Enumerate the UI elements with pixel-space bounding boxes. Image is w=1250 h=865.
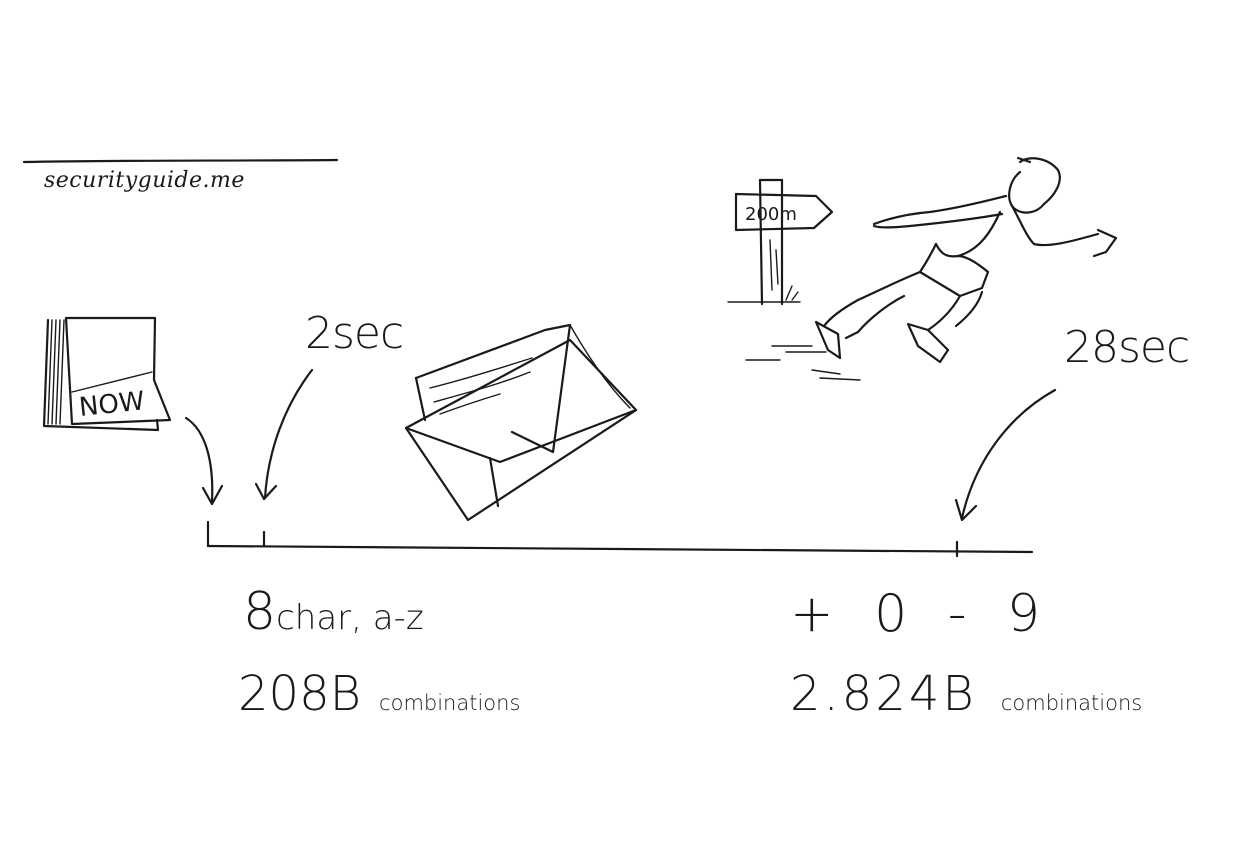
right-caption-combinations-count: 2.824B: [790, 666, 977, 722]
timeline: [208, 522, 1032, 556]
left-caption-line1: 8char, a-z: [243, 586, 424, 638]
28sec-arrow: [962, 390, 1055, 518]
signpost-label: 200m: [745, 204, 797, 225]
right-caption-combinations-word: combinations: [1001, 691, 1142, 715]
right-caption-line1: + 0 - 9: [790, 588, 1052, 640]
left-caption-char-count: 8: [243, 582, 276, 642]
right-caption-line2: 2.824Bcombinations: [790, 670, 1142, 718]
site-label: securityguide.me: [44, 170, 245, 192]
left-caption-charset: char, a-z: [276, 598, 424, 638]
now-notebook-icon: NOW: [44, 318, 170, 430]
signpost-icon: 200m: [728, 180, 832, 304]
runner-illustration: [746, 158, 1116, 380]
time-label-28sec: 28sec: [1064, 326, 1189, 370]
site-underline: [24, 160, 337, 162]
left-caption-combinations-word: combinations: [379, 691, 520, 715]
2sec-arrow: [265, 370, 312, 498]
time-label-2sec: 2sec: [305, 312, 403, 356]
left-caption-combinations-count: 208B: [238, 666, 361, 722]
envelope-icon: [406, 325, 636, 520]
now-label: NOW: [78, 386, 146, 423]
left-caption-line2: 208Bcombinations: [238, 670, 520, 718]
now-arrow: [186, 418, 212, 502]
